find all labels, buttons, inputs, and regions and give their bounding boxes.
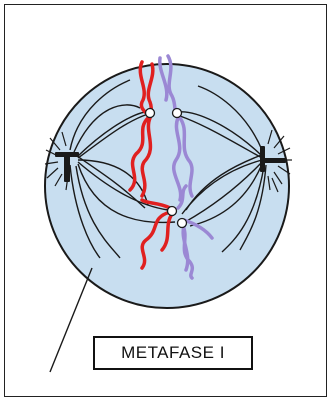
phase-label: METAFASE I bbox=[121, 343, 225, 363]
phase-label-box: METAFASE I bbox=[93, 336, 253, 370]
pointer-line bbox=[50, 268, 92, 372]
